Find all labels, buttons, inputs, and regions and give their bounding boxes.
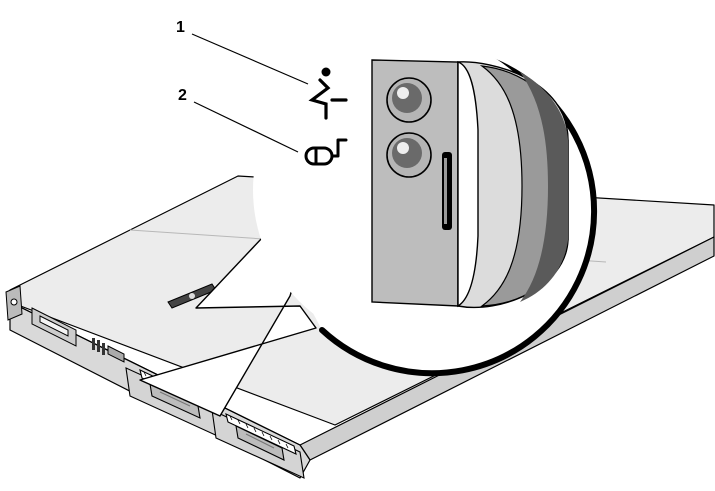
zoomed-drive-carrier	[371, 59, 569, 309]
hard-drive-carrier-right	[211, 409, 305, 479]
callout-1-leader	[191, 33, 309, 85]
drive-activity-icon	[308, 67, 348, 120]
callout-2-leader	[193, 101, 299, 153]
callout-2-number: 2	[178, 87, 187, 104]
front-control-panel	[5, 285, 125, 363]
cover-release-tab	[167, 283, 217, 309]
drive-status-icon	[304, 138, 348, 166]
callout-1-number: 1	[176, 19, 185, 36]
